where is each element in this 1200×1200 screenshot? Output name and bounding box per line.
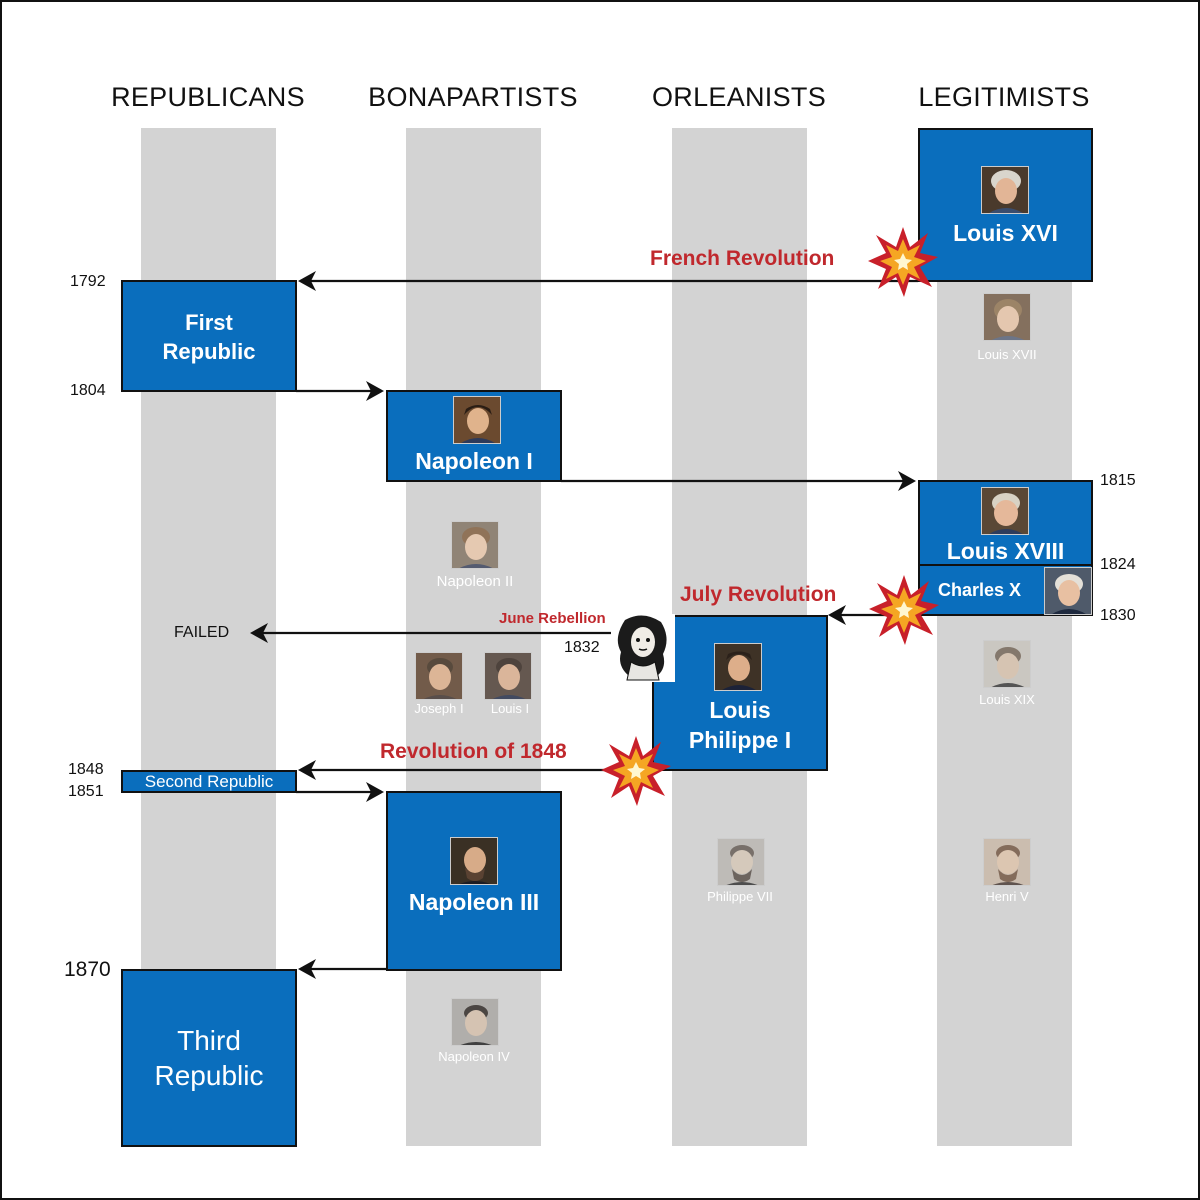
label-third-republic-line2: Republic bbox=[154, 1060, 264, 1091]
arrowhead-1870 bbox=[298, 959, 316, 979]
arrowhead-1815 bbox=[898, 471, 916, 491]
box-napoleon-iii: Napoleon III bbox=[386, 791, 562, 971]
event-july-revolution: July Revolution bbox=[680, 583, 837, 606]
portrait-joseph-i bbox=[415, 652, 463, 700]
year-1815: 1815 bbox=[1100, 472, 1136, 489]
year-1830: 1830 bbox=[1100, 607, 1136, 624]
label-louis-xvi: Louis XVI bbox=[953, 220, 1058, 246]
box-louis-xvi: Louis XVI bbox=[918, 128, 1093, 282]
event-french-revolution: French Revolution bbox=[650, 247, 835, 270]
label-joseph-i: Joseph I bbox=[414, 701, 464, 716]
label-charles-x: Charles X bbox=[937, 580, 1022, 600]
portrait-louis-i bbox=[484, 652, 532, 700]
portrait-charles-x bbox=[1044, 567, 1092, 615]
label-louis-philippe-line2: Philippe I bbox=[688, 727, 792, 753]
label-louis-i: Louis I bbox=[490, 701, 530, 716]
event-june-rebellion: June Rebellion bbox=[499, 610, 606, 627]
year-1832: 1832 bbox=[564, 639, 600, 656]
label-napoleon-iii: Napoleon III bbox=[408, 889, 540, 915]
year-1824: 1824 bbox=[1100, 556, 1136, 573]
arrowhead-1792 bbox=[298, 271, 316, 291]
arrowhead-1830 bbox=[828, 605, 846, 625]
label-first-republic-line1: First bbox=[185, 310, 233, 335]
portrait-louis-xvi bbox=[981, 166, 1029, 214]
box-louis-xviii: Louis XVIII bbox=[918, 480, 1093, 568]
label-louis-xviii: Louis XVIII bbox=[946, 538, 1065, 564]
portrait-napoleon-ii bbox=[451, 521, 499, 569]
burst-revolution-1848 bbox=[601, 736, 671, 806]
label-louis-xvii: Louis XVII bbox=[977, 347, 1037, 362]
box-louis-philippe-i: Louis Philippe I bbox=[652, 615, 828, 771]
arrowhead-1804 bbox=[366, 381, 384, 401]
portrait-louis-xvii bbox=[983, 293, 1031, 341]
header-bonapartists: BONAPARTISTS bbox=[368, 82, 578, 112]
box-third-republic: Third Republic bbox=[121, 969, 297, 1147]
label-napoleon-iv: Napoleon IV bbox=[438, 1049, 510, 1064]
label-louis-philippe-line1: Louis bbox=[709, 697, 771, 723]
year-1792: 1792 bbox=[70, 273, 106, 290]
failed-label: FAILED bbox=[174, 624, 230, 641]
burst-july-revolution bbox=[869, 575, 939, 645]
year-1848: 1848 bbox=[68, 761, 104, 778]
portrait-napoleon-i bbox=[453, 396, 501, 444]
june-rebellion-illustration bbox=[611, 614, 675, 682]
portrait-louis-philippe-i bbox=[714, 643, 762, 691]
label-first-republic-line2: Republic bbox=[162, 339, 256, 364]
arrowhead-1851 bbox=[366, 782, 384, 802]
label-louis-xix: Louis XIX bbox=[979, 692, 1035, 707]
label-napoleon-i: Napoleon I bbox=[415, 448, 533, 474]
portrait-louis-xviii bbox=[981, 487, 1029, 535]
event-revolution-1848: Revolution of 1848 bbox=[380, 740, 567, 763]
year-1870: 1870 bbox=[64, 958, 111, 981]
label-philippe-vii: Philippe VII bbox=[707, 889, 773, 904]
arrowhead-1848 bbox=[298, 760, 316, 780]
box-second-republic: Second Republic bbox=[121, 770, 297, 793]
label-napoleon-ii: Napoleon II bbox=[436, 573, 514, 590]
label-henri-v: Henri V bbox=[985, 889, 1029, 904]
portrait-napoleon-iv bbox=[451, 998, 499, 1046]
arrowhead-failed bbox=[250, 623, 268, 643]
box-napoleon-i: Napoleon I bbox=[386, 390, 562, 482]
label-third-republic-line1: Third bbox=[177, 1025, 241, 1056]
year-1804: 1804 bbox=[70, 382, 106, 399]
year-1851: 1851 bbox=[68, 783, 104, 800]
header-orleanists: ORLEANISTS bbox=[651, 82, 827, 112]
portrait-louis-xix bbox=[983, 640, 1031, 688]
portrait-napoleon-iii bbox=[450, 837, 498, 885]
burst-french-revolution bbox=[868, 227, 938, 297]
label-second-republic: Second Republic bbox=[144, 772, 274, 791]
header-republicans: REPUBLICANS bbox=[111, 82, 305, 112]
header-legitimists: LEGITIMISTS bbox=[918, 82, 1090, 112]
box-charles-x: Charles X bbox=[918, 564, 1093, 616]
column-band-bonapartists bbox=[406, 128, 541, 1146]
portrait-henri-v bbox=[983, 838, 1031, 886]
box-first-republic: First Republic bbox=[121, 280, 297, 392]
portrait-philippe-vii bbox=[717, 838, 765, 886]
